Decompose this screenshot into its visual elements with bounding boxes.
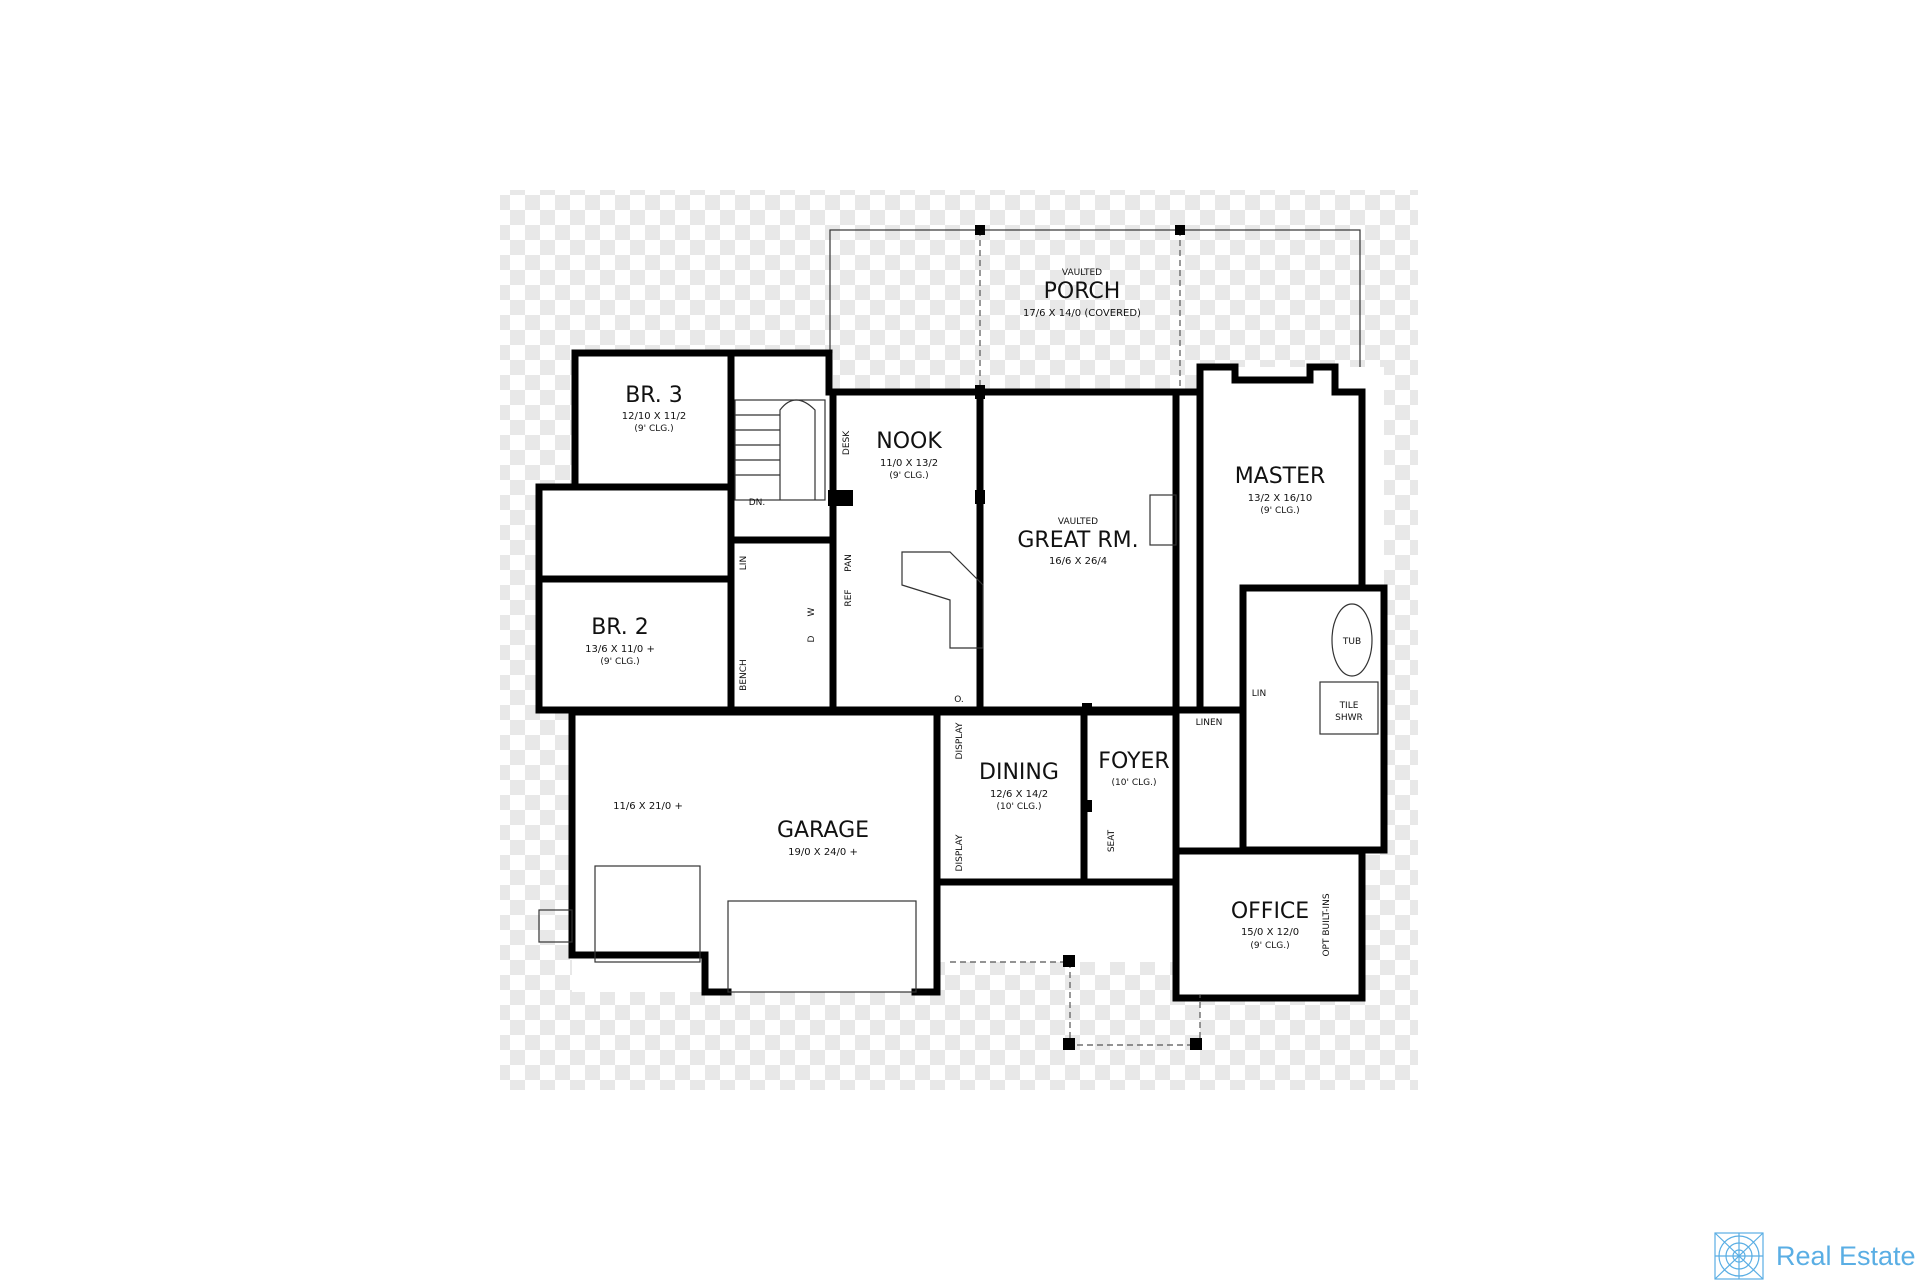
office-label: OFFICE <box>1231 899 1309 924</box>
great-room-label: GREAT RM. <box>1017 528 1138 553</box>
tub <box>1331 603 1373 677</box>
refrigerator-label: REF <box>844 589 854 606</box>
tile-shower <box>1319 681 1379 735</box>
garage-bay-size: 11/6 X 21/0 + <box>613 801 683 812</box>
stairs-down-label: DN. <box>749 498 766 508</box>
watermark-text: Real Estate <box>1776 1240 1916 1271</box>
foyer-label: FOYER <box>1098 749 1169 774</box>
tile-label: TILE <box>1339 701 1359 711</box>
nook-label: NOOK <box>876 429 942 454</box>
dining-label: DINING <box>979 760 1059 785</box>
washer-label: W <box>807 607 817 616</box>
dining-ceiling: (10' CLG.) <box>997 802 1042 812</box>
br3-label: BR. 3 <box>625 383 683 408</box>
porch-size: 17/6 X 14/0 (COVERED) <box>1023 308 1141 319</box>
fireplace <box>1149 494 1177 546</box>
seat-label: SEAT <box>1107 829 1117 852</box>
dining-size: 12/6 X 14/2 <box>990 789 1048 800</box>
opt-builtins-label: OPT BUILT-INS <box>1322 893 1332 956</box>
br3-size: 12/10 X 11/2 <box>622 411 686 422</box>
linen-closet-label: LIN <box>739 556 749 570</box>
house-interior <box>539 353 1384 998</box>
foyer-ceiling: (10' CLG.) <box>1112 778 1157 788</box>
linen-label: LINEN <box>1196 718 1223 728</box>
great-room-note: VAULTED <box>1058 517 1098 527</box>
master-label: MASTER <box>1235 464 1326 489</box>
real-estate-logo-icon <box>1714 1232 1764 1280</box>
br2-label: BR. 2 <box>591 615 649 640</box>
fixtures <box>538 385 1379 1050</box>
shower-label: SHWR <box>1335 713 1363 723</box>
porch-note: VAULTED <box>1062 268 1102 278</box>
master-size: 13/2 X 16/10 <box>1248 493 1312 504</box>
dryer-label: D <box>807 635 817 642</box>
br2-ceiling: (9' CLG.) <box>600 657 639 667</box>
tub-label: TUB <box>1342 637 1361 647</box>
garage-label: GARAGE <box>777 818 869 843</box>
desk-label: DESK <box>842 430 852 455</box>
garage-size: 19/0 X 24/0 + <box>788 847 858 858</box>
great-room-size: 16/6 X 26/4 <box>1049 556 1107 567</box>
office-ceiling: (9' CLG.) <box>1250 941 1289 951</box>
walls <box>535 349 1388 1002</box>
master-ceiling: (9' CLG.) <box>1260 506 1299 516</box>
room-labels: VAULTED PORCH 17/6 X 14/0 (COVERED) BR. … <box>585 268 1363 957</box>
display-label-2: DISPLAY <box>955 834 965 871</box>
nook-ceiling: (9' CLG.) <box>889 471 928 481</box>
br3-ceiling: (9' CLG.) <box>634 424 673 434</box>
nook-size: 11/0 X 13/2 <box>880 458 938 469</box>
kitchen-island <box>901 551 984 649</box>
bench-label: BENCH <box>739 659 749 691</box>
porch-label: PORCH <box>1044 279 1121 304</box>
garage-doors <box>538 865 917 993</box>
br2-size: 13/6 X 11/0 + <box>585 644 655 655</box>
pantry-label: PAN <box>844 554 854 572</box>
display-label-1: DISPLAY <box>955 722 965 759</box>
front-porch <box>950 955 1202 1050</box>
office-size: 15/0 X 12/0 <box>1241 927 1299 938</box>
watermark-logo: Real Estate <box>1714 1232 1916 1280</box>
oven-label: O. <box>954 695 964 705</box>
master-linen-label: LIN <box>1252 689 1266 699</box>
stairs <box>734 399 826 501</box>
